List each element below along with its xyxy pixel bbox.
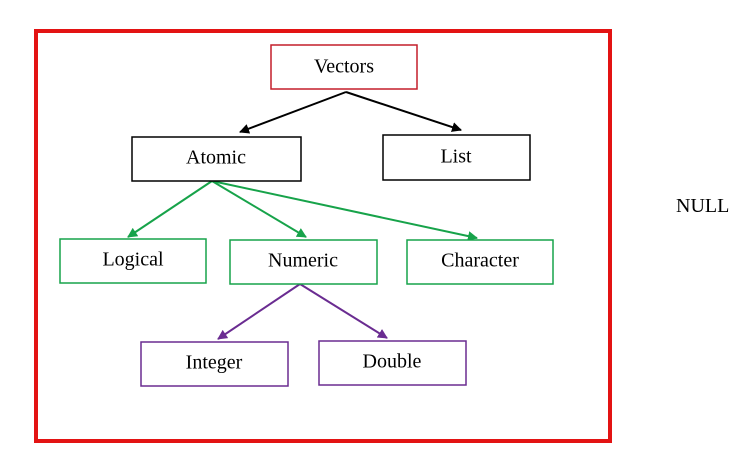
node-vectors-label: Vectors <box>314 56 374 78</box>
outer-frame <box>34 29 612 443</box>
edge-numeric-double <box>299 283 388 339</box>
node-atomic-label: Atomic <box>186 147 246 169</box>
node-list-label: List <box>440 146 472 168</box>
node-character-label: Character <box>441 250 519 272</box>
node-numeric-label: Numeric <box>268 250 338 272</box>
node-integer: Integer <box>140 341 289 387</box>
node-numeric: Numeric <box>229 239 378 285</box>
node-vectors: Vectors <box>270 44 418 90</box>
edge-atomic-logical <box>127 180 213 238</box>
edge-atomic-numeric <box>211 180 307 238</box>
node-character: Character <box>406 239 554 285</box>
node-list: List <box>382 134 531 181</box>
edge-vectors-atomic <box>239 91 347 134</box>
edge-vectors-list <box>345 91 462 132</box>
node-logical: Logical <box>59 238 207 284</box>
edge-atomic-character <box>211 180 478 241</box>
node-logical-label: Logical <box>102 249 164 271</box>
node-double: Double <box>318 340 467 386</box>
edge-numeric-integer <box>217 283 301 340</box>
null-label: NULL <box>676 195 730 217</box>
node-integer-label: Integer <box>186 352 243 374</box>
node-double-label: Double <box>363 351 422 373</box>
node-atomic: Atomic <box>131 136 302 182</box>
